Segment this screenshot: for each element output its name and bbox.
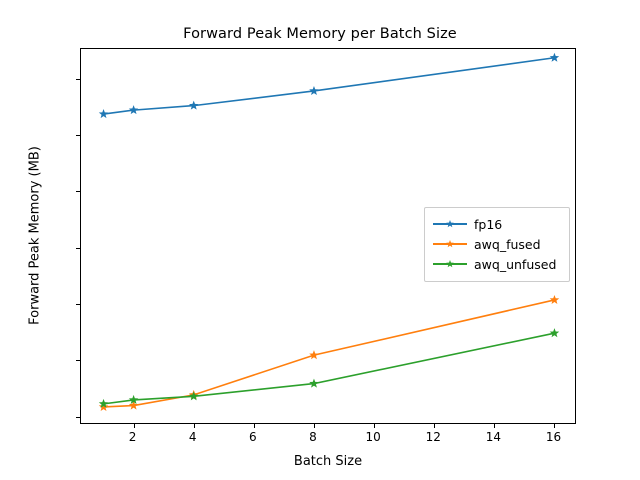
y-tick-mark xyxy=(76,134,81,136)
legend-item-awq_fused[interactable]: awq_fused xyxy=(433,234,561,254)
chart-legend: fp16 awq_fused awq_unfused xyxy=(424,207,570,282)
x-tick-label: 2 xyxy=(128,430,137,444)
x-tick-mark xyxy=(494,423,496,428)
series-marker xyxy=(309,85,319,96)
series-marker xyxy=(128,105,139,115)
legend-label: fp16 xyxy=(474,216,503,232)
x-tick-mark xyxy=(313,423,315,428)
x-tick-label: 4 xyxy=(188,430,197,444)
series-marker xyxy=(188,391,199,401)
series-marker xyxy=(188,100,199,110)
series-marker xyxy=(549,328,560,338)
series-marker xyxy=(309,350,319,360)
x-tick-mark xyxy=(554,423,556,428)
plot-inner xyxy=(81,49,575,423)
y-tick-mark xyxy=(76,360,81,362)
x-tick-label: 16 xyxy=(545,430,562,444)
series-marker xyxy=(128,400,139,410)
legend-label: awq_unfused xyxy=(474,256,557,272)
x-tick-label: 8 xyxy=(309,430,317,444)
x-tick-mark xyxy=(434,423,436,428)
legend-swatch-icon xyxy=(433,257,467,271)
legend-star-icon xyxy=(446,220,454,228)
series-marker xyxy=(549,294,560,304)
x-tick-label: 14 xyxy=(485,430,501,444)
y-tick-mark xyxy=(76,303,81,305)
series-marker xyxy=(98,398,109,408)
x-tick-mark xyxy=(193,423,195,428)
x-tick-mark xyxy=(133,423,135,428)
legend-star-icon xyxy=(446,260,454,268)
y-axis-label: Forward Peak Memory (MB) xyxy=(27,146,43,325)
x-tick-mark xyxy=(374,423,376,428)
series-marker xyxy=(98,401,109,412)
series-marker xyxy=(309,378,319,388)
series-marker xyxy=(549,52,560,62)
y-tick-mark xyxy=(76,78,81,80)
series-marker xyxy=(98,109,109,119)
legend-item-fp16[interactable]: fp16 xyxy=(433,214,561,234)
series-awq_unfused xyxy=(98,328,560,408)
series-fp16 xyxy=(98,52,560,119)
x-tick-mark xyxy=(253,423,255,428)
x-axis-label: Batch Size xyxy=(293,454,363,469)
series-line xyxy=(103,299,555,408)
legend-item-awq_unfused[interactable]: awq_unfused xyxy=(433,254,561,274)
x-tick-label: 6 xyxy=(249,430,257,444)
legend-label: awq_fused xyxy=(474,236,541,252)
legend-swatch-icon xyxy=(433,217,467,231)
series-awq_fused xyxy=(98,294,560,412)
y-tick-mark xyxy=(76,247,81,249)
y-tick-mark xyxy=(76,416,81,418)
series-marker xyxy=(128,394,139,404)
chart-title: Forward Peak Memory per Batch Size xyxy=(183,26,457,42)
legend-swatch-icon xyxy=(433,237,467,251)
x-tick-label: 10 xyxy=(365,430,381,444)
y-tick-mark xyxy=(76,191,81,193)
series-line xyxy=(103,332,555,405)
series-line xyxy=(103,56,555,115)
x-tick-label: 12 xyxy=(425,430,441,444)
legend-star-icon xyxy=(446,240,454,248)
series-layer xyxy=(98,52,560,412)
